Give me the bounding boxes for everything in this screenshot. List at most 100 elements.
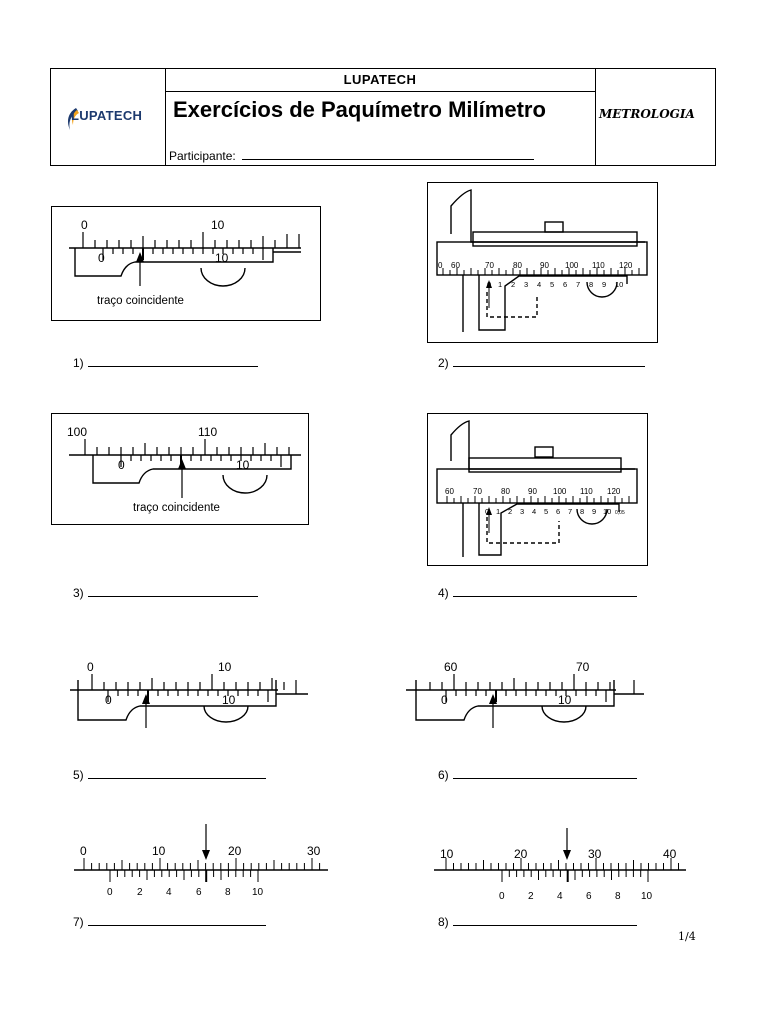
answer-5-blank[interactable] [87,768,266,779]
vernier-label-10: 10 [236,458,250,472]
main-label-40: 40 [663,847,677,861]
answer-1[interactable]: 1) [73,356,258,370]
vernier-label-7: 7 [568,507,572,516]
vernier-diagram-5: 0 10 0 10 [70,660,308,728]
answer-5[interactable]: 5) [73,768,266,782]
vernier-label-4: 4 [557,891,563,902]
subject-label: METROLOGIA [599,107,695,121]
main-label-100: 100 [565,261,579,270]
main-label-10: 10 [218,660,232,674]
answer-5-label: 5) [73,768,84,782]
main-scale-ticks [446,496,630,503]
main-label-60: 60 [451,261,460,270]
vernier-label-10: 10 [615,280,623,289]
vernier-scale-ticks [109,870,259,882]
arrow-head [489,694,497,704]
main-label-100: 100 [67,425,87,439]
answer-2[interactable]: 2) [438,356,645,370]
vernier-label-1: 1 [496,507,500,516]
answer-7[interactable]: 7) [73,915,266,929]
arrow-head [202,850,210,860]
unit-label: 0,05 [615,510,625,516]
page-title: Exercícios de Paquímetro Milímetro [173,97,546,122]
vernier-label-9: 9 [592,507,596,516]
answer-3-label: 3) [73,586,84,600]
arrow-head [563,850,571,860]
main-label-70: 70 [485,261,494,270]
exercise-6-figure: 60 70 0 10 [404,656,648,731]
caliper-diagram-2: 0 60 70 80 90 100 110 120 0 1 2 3 4 5 6 … [427,182,658,343]
arrow-head [486,507,492,515]
main-label-60: 60 [444,660,458,674]
vernier-label-4: 4 [532,507,536,516]
vernier-label-10: 10 [603,507,611,516]
exercise-8-figure: 10 20 30 40 0 2 4 6 8 10 [432,826,688,906]
vernier-label-10: 10 [641,891,653,902]
vernier-label-6: 6 [586,891,592,902]
vernier-diagram-1: 0 10 0 10 traço coincidente [51,206,321,321]
vernier-label-0: 0 [441,693,448,707]
main-label-20: 20 [514,847,528,861]
main-label-10: 10 [152,844,166,858]
answer-3[interactable]: 3) [73,586,258,600]
answer-6[interactable]: 6) [438,768,637,782]
arrow-head [178,459,186,469]
vernier-label-6: 6 [556,507,560,516]
vernier-label-8: 8 [225,887,231,898]
answer-4[interactable]: 4) [438,586,637,600]
answer-7-blank[interactable] [87,915,266,926]
caption: traço coincidente [133,502,220,514]
answer-8[interactable]: 8) [438,915,637,929]
vernier-label-0: 0 [98,251,105,265]
vernier-label-8: 8 [589,280,593,289]
participant-line[interactable] [242,150,535,160]
answer-6-blank[interactable] [452,768,637,779]
main-label-100: 100 [553,487,567,496]
exercise-2-figure: 0 60 70 80 90 100 110 120 0 1 2 3 4 5 6 … [427,182,658,343]
vernier-label-6: 6 [196,887,202,898]
exercise-5-figure: 0 10 0 10 [68,656,312,731]
main-label-80: 80 [501,487,510,496]
answer-3-blank[interactable] [87,586,258,597]
vernier-label-0: 0 [485,507,489,516]
vernier-label-0: 0 [105,693,112,707]
arrow-head [142,694,150,704]
answer-2-blank[interactable] [452,356,645,367]
main-scale-ticks [445,858,679,870]
logo-cell: LUPATECH [51,69,166,165]
vernier-label-4: 4 [537,280,541,289]
vernier-label-10: 10 [558,693,572,707]
main-scale-ticks [84,439,290,455]
answer-8-blank[interactable] [452,915,637,926]
participant-field[interactable]: Participante: [169,149,535,163]
page-number: 1/4 [678,930,696,943]
main-label-120: 120 [619,261,633,270]
answer-6-label: 6) [438,768,449,782]
main-scale-ticks [442,268,640,275]
arrow-head [486,280,492,288]
vernier-diagram-6: 60 70 0 10 [406,660,644,728]
vernier-label-10: 10 [252,887,264,898]
main-label-60: 60 [445,487,454,496]
main-label-10: 10 [440,847,454,861]
vernier-diagram-3: 100 110 0 10 traço coincidente [51,413,309,525]
vernier-label-10: 10 [222,693,236,707]
lupatech-logo-icon [68,108,79,130]
answer-4-blank[interactable] [452,586,637,597]
main-label-110: 110 [580,487,593,496]
main-scale-ticks [83,858,321,870]
answer-1-blank[interactable] [87,356,258,367]
vernier-diagram-7: 0 10 20 30 0 2 4 6 8 10 [74,824,328,898]
vernier-label-0: 0 [107,887,113,898]
answer-8-label: 8) [438,915,449,929]
vernier-label-10: 10 [215,251,229,265]
vernier-label-2: 2 [528,891,534,902]
vernier-label-2: 2 [508,507,512,516]
vernier-label-9: 9 [602,280,606,289]
vernier-label-2: 2 [137,887,143,898]
main-label-90: 90 [528,487,537,496]
header-table: LUPATECH LUPATECH Exercícios de Paquímet… [50,68,716,166]
main-label-110: 110 [592,261,605,270]
vernier-scale-ticks [102,248,264,260]
main-label-20: 20 [228,844,242,858]
